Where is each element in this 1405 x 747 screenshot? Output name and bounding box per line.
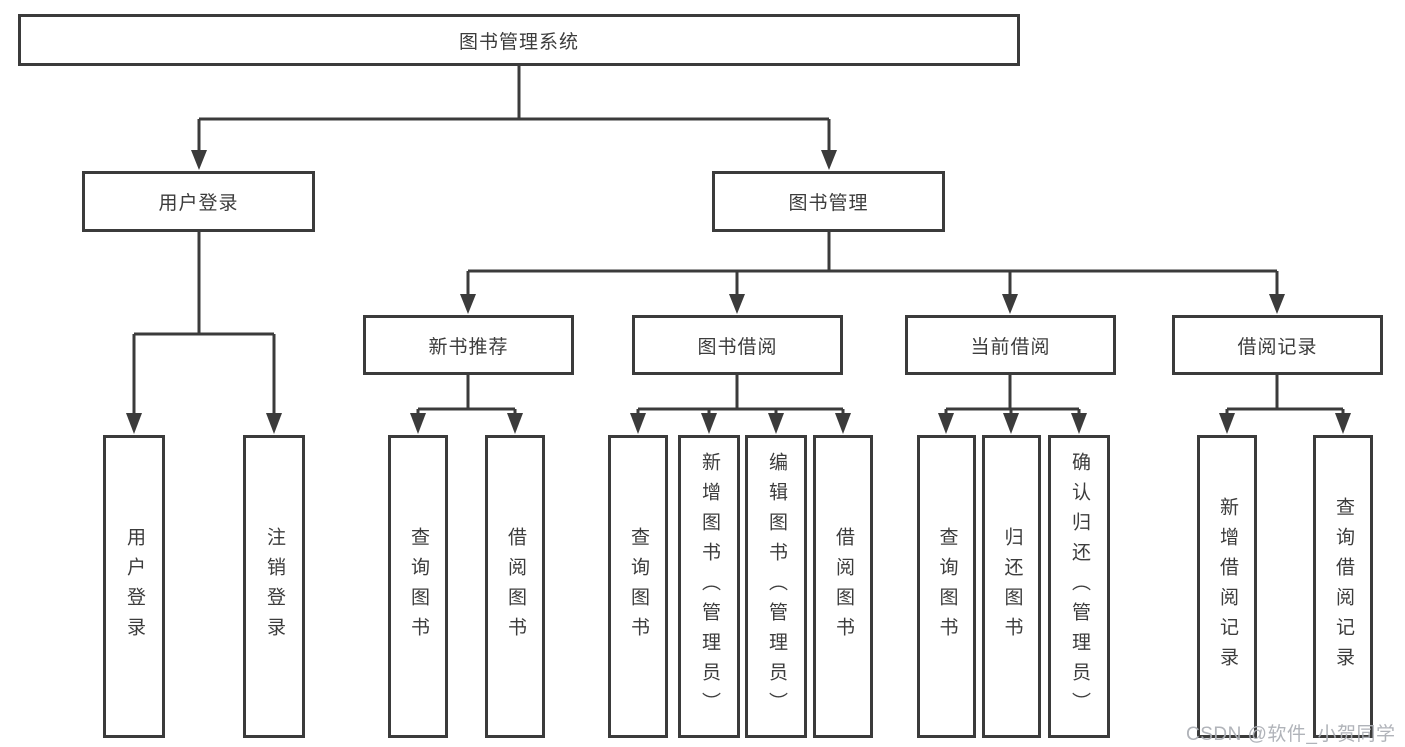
csdn-watermark: CSDN @软件_小贺同学	[1186, 724, 1396, 745]
leaf-add-borrow-record: 新增借阅记录	[1197, 435, 1257, 738]
node-label: 注销登录	[263, 526, 285, 647]
node-label: 借阅图书	[832, 526, 854, 647]
node-label: 新增借阅记录	[1216, 496, 1238, 677]
node-label: 用户登录	[158, 193, 239, 214]
node-label: 查询图书	[407, 526, 429, 647]
arrowhead	[729, 294, 745, 314]
connector-root-to-level2	[191, 66, 837, 170]
connector-records-to-leaves	[1219, 375, 1351, 434]
arrowhead	[768, 413, 784, 434]
node-label: 图书借阅	[697, 336, 778, 358]
leaf-query-books-2: 查询图书	[608, 435, 668, 738]
node-borrowing-records: 借阅记录	[1172, 315, 1383, 375]
node-label: 查询图书	[936, 526, 958, 647]
arrowhead	[835, 413, 851, 434]
arrowhead	[507, 413, 523, 434]
connector-userlogin-to-leaves	[126, 232, 282, 434]
arrowhead	[1219, 413, 1235, 434]
leaf-logout: 注销登录	[243, 435, 305, 738]
arrowhead	[1269, 294, 1285, 314]
node-label: 编辑图书（管理员）	[765, 451, 787, 722]
leaf-query-books-3: 查询图书	[917, 435, 976, 738]
leaf-borrow-books-2: 借阅图书	[813, 435, 873, 738]
node-label: 新增图书（管理员）	[698, 451, 720, 722]
arrowhead	[1002, 294, 1018, 314]
node-label: 归还图书	[1001, 526, 1023, 647]
arrowhead	[410, 413, 426, 434]
node-label: 新书推荐	[428, 336, 509, 358]
arrowhead	[191, 150, 207, 170]
arrowhead	[1071, 413, 1087, 434]
leaf-return-books: 归还图书	[982, 435, 1041, 738]
node-user-login: 用户登录	[82, 171, 315, 232]
arrowhead	[701, 413, 717, 434]
node-label: 借阅图书	[504, 526, 526, 647]
node-label: 图书管理	[788, 193, 869, 214]
node-book-borrowing: 图书借阅	[632, 315, 843, 375]
arrowhead	[460, 294, 476, 314]
node-label: 查询借阅记录	[1332, 496, 1354, 677]
arrowhead	[821, 150, 837, 170]
connector-borrowing-to-leaves	[630, 375, 851, 434]
arrowhead	[1335, 413, 1351, 434]
node-new-book-recommend: 新书推荐	[363, 315, 574, 375]
arrowhead	[1003, 413, 1019, 434]
leaf-user-login: 用户登录	[103, 435, 165, 738]
node-label: 当前借阅	[970, 336, 1051, 358]
leaf-borrow-books-1: 借阅图书	[485, 435, 545, 738]
leaf-query-books-1: 查询图书	[388, 435, 448, 738]
arrowhead	[938, 413, 954, 434]
arrowhead	[266, 413, 282, 434]
node-label: 图书管理系统	[458, 31, 579, 53]
connector-current-to-leaves	[938, 375, 1087, 434]
node-label: 用户登录	[123, 526, 145, 647]
arrowhead	[630, 413, 646, 434]
node-current-borrowing: 当前借阅	[905, 315, 1116, 375]
leaf-edit-books-admin: 编辑图书（管理员）	[745, 435, 807, 738]
node-book-management: 图书管理	[712, 171, 945, 232]
leaf-query-borrow-record: 查询借阅记录	[1313, 435, 1373, 738]
connector-bookmgmt-to-level3	[460, 232, 1285, 314]
leaf-add-books-admin: 新增图书（管理员）	[678, 435, 740, 738]
leaf-confirm-return-admin: 确认归还（管理员）	[1048, 435, 1110, 738]
node-label: 确认归还（管理员）	[1068, 451, 1090, 722]
connector-newbooks-to-leaves	[410, 375, 523, 434]
node-system-root: 图书管理系统	[18, 14, 1020, 66]
arrowhead	[126, 413, 142, 434]
node-label: 借阅记录	[1237, 336, 1318, 358]
node-label: 查询图书	[627, 526, 649, 647]
